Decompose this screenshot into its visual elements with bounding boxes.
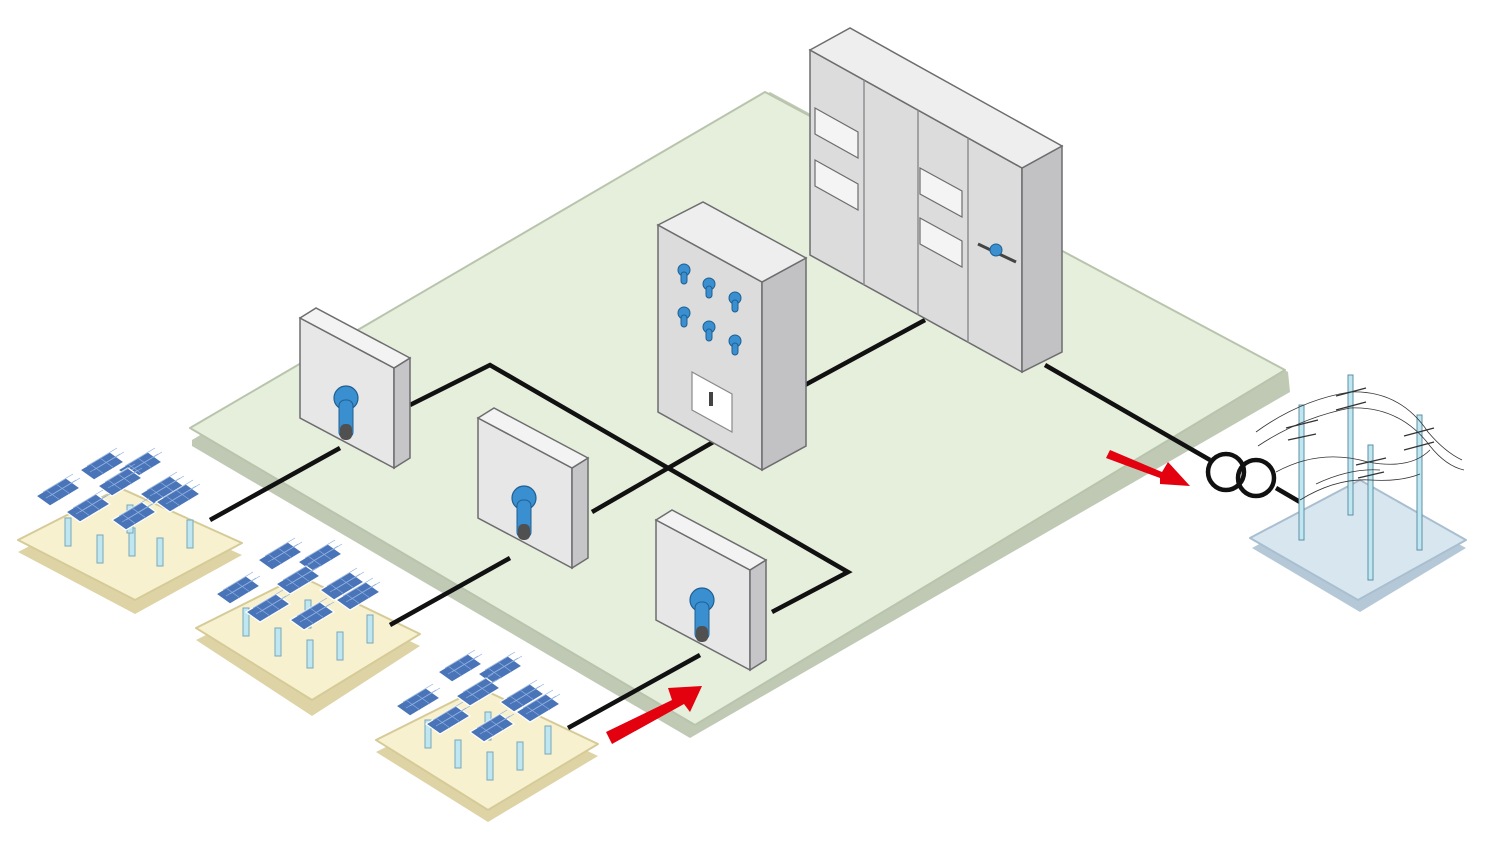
- transformer-symbol-icon: [1205, 451, 1277, 499]
- power-flow-arrow-icon: [606, 686, 702, 744]
- grid-ground-pad: [1249, 479, 1467, 612]
- power-flow-arrow-icon: [1106, 450, 1190, 486]
- central-inverter-cabinet-icon: [808, 27, 1064, 374]
- dc-switchgear-cabinet-icon: [656, 201, 808, 472]
- power-line-pylons-icon: [1255, 374, 1465, 581]
- dc-ac-cabling: [208, 318, 1302, 730]
